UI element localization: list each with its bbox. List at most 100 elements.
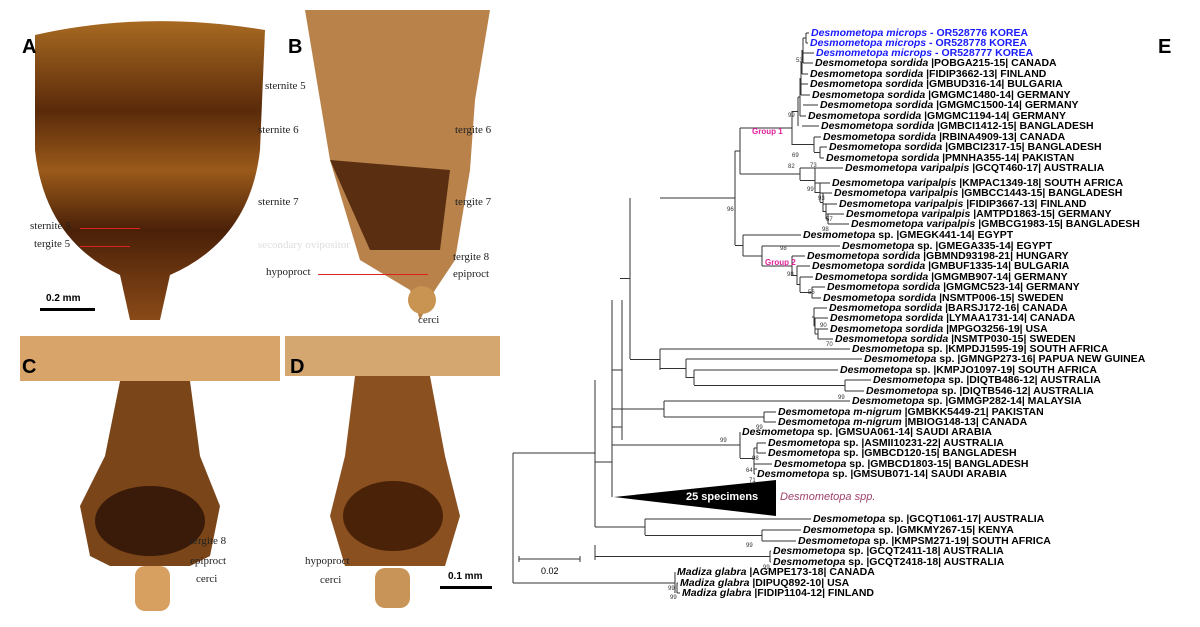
tree-leaf: Desmometopa sp. |GMEGA335-14| EGYPT bbox=[842, 240, 1053, 252]
label-cerci: cerci bbox=[196, 573, 218, 585]
scale-bar-a bbox=[40, 308, 95, 311]
tree-leaf: Desmometopa sp. |DIQTB486-12| AUSTRALIA bbox=[873, 374, 1101, 386]
tree-leaf: Madiza glabra |DIPUQ892-10| USA bbox=[680, 577, 850, 589]
tree-leaf: Desmometopa sp. |GMSUA061-14| SAUDI ARAB… bbox=[742, 426, 992, 438]
label-secondary-ovipositor: secondary ovipositor bbox=[258, 239, 350, 251]
tree-leaf: Desmometopa sp. |ASMII10231-22| AUSTRALI… bbox=[768, 437, 1004, 449]
bootstrap-value: 82 bbox=[788, 164, 795, 170]
tree-leaf: Desmometopa sordida |PMNHA355-14| PAKIST… bbox=[826, 152, 1075, 164]
tree-leaf: Desmometopa microps - OR528776 KOREA bbox=[811, 27, 1029, 39]
tree-leaf: Desmometopa sordida |BARSJ172-16| CANADA bbox=[829, 302, 1068, 314]
scale-label-a: 0.2 mm bbox=[46, 293, 81, 304]
tree-leaf: Desmometopa sordida |GBMND93198-21| HUNG… bbox=[807, 250, 1069, 262]
label-epiproct: epiproct bbox=[453, 268, 490, 280]
group-2-label: Group 2 bbox=[765, 258, 796, 267]
panel-a-photo bbox=[35, 21, 265, 320]
bootstrap-value: 98 bbox=[822, 227, 829, 233]
panel-label-e: E bbox=[1158, 36, 1172, 58]
tree-leaf: Desmometopa sordida |GMGMC1194-14| GERMA… bbox=[808, 110, 1066, 122]
tree-leaf: Desmometopa varipalpis |KMPAC1349-18| SO… bbox=[832, 177, 1124, 189]
tree-leaf: Desmometopa sordida |GMGMB907-14| GERMAN… bbox=[815, 271, 1068, 283]
scale-label-d: 0.1 mm bbox=[448, 571, 483, 582]
tree-leaf: Desmometopa sp. |GMEGK441-14| EGYPT bbox=[803, 229, 1014, 241]
label-tergite-7: tergite 7 bbox=[455, 196, 492, 208]
tree-leaf: Desmometopa sp. |DIQTB546-12| AUSTRALIA bbox=[866, 385, 1094, 397]
bootstrap-value: 69 bbox=[792, 153, 799, 159]
leader-line bbox=[80, 228, 140, 229]
tree-leaf: Desmometopa sp. |GMKMY267-15| KENYA bbox=[803, 524, 1014, 536]
label-sternite-5: sternite 5 bbox=[265, 80, 306, 92]
bootstrap-value: 99 bbox=[763, 565, 770, 571]
leader-line bbox=[80, 246, 130, 247]
label-tergite-8: tergite 8 bbox=[190, 535, 227, 547]
tree-leaf: Desmometopa sordida |GMBUF1335-14| BULGA… bbox=[812, 260, 1070, 272]
tree-leaf: Desmometopa sp. |GMSUB071-14| SAUDI ARAB… bbox=[757, 468, 1007, 480]
bootstrap-value: 99 bbox=[788, 113, 795, 119]
tree-leaf: Desmometopa sp. |GMBCD1803-15| BANGLADES… bbox=[774, 458, 1029, 470]
label-sternite-7: sternite 7 bbox=[258, 196, 299, 208]
tree-leaf: Desmometopa m-nigrum |MBIOG148-13| CANAD… bbox=[778, 416, 1028, 428]
bootstrap-value: 73 bbox=[810, 163, 817, 169]
panel-c-photo bbox=[20, 336, 280, 611]
panel-label-d: D bbox=[290, 356, 305, 378]
bootstrap-value: 70 bbox=[826, 342, 833, 348]
tree-leaf: Madiza glabra |FIDIP1104-12| FINLAND bbox=[682, 587, 875, 599]
bootstrap-value: 98 bbox=[780, 246, 787, 252]
bootstrap-value: 56 bbox=[808, 290, 815, 296]
bootstrap-value: 99 bbox=[807, 187, 814, 193]
bootstrap-value: 64 bbox=[746, 468, 753, 474]
panel-label-b: B bbox=[288, 36, 303, 58]
collapsed-clade-triangle bbox=[614, 480, 776, 516]
scale-bar-d bbox=[440, 586, 492, 589]
panel-label-c: C bbox=[22, 356, 37, 378]
bootstrap-value: 99 bbox=[670, 595, 677, 601]
tree-leaf: Desmometopa sp. |KMPDJ1595-19| SOUTH AFR… bbox=[852, 343, 1109, 355]
bootstrap-value: 99 bbox=[668, 586, 675, 592]
tree-leaf: Desmometopa sp. |GMBCD120-15| BANGLADESH bbox=[768, 447, 1017, 459]
collapsed-clade-count: 25 specimens bbox=[686, 491, 759, 503]
label-hypoproct: hypoproct bbox=[266, 266, 311, 278]
label-tergite-6: tergite 6 bbox=[455, 124, 492, 136]
tree-leaf: Desmometopa varipalpis |GMBCC1443-15| BA… bbox=[834, 187, 1123, 199]
tree-leaf: Desmometopa varipalpis |AMTPD1863-15| GE… bbox=[846, 208, 1112, 220]
label-cerci: cerci bbox=[320, 574, 342, 586]
panel-d-photo bbox=[285, 336, 500, 608]
tree-leaf: Desmometopa sordida |GMGMC1480-14| GERMA… bbox=[812, 89, 1071, 101]
bootstrap-value: 96 bbox=[727, 207, 734, 213]
tree-leaf: Desmometopa sordida |GMBUD316-14| BULGAR… bbox=[810, 78, 1063, 90]
panel-b-photo bbox=[305, 10, 490, 320]
tree-leaf: Desmometopa sordida |GMBCI1412-15| BANGL… bbox=[821, 120, 1094, 132]
tree-leaf: Desmometopa sordida |FIDIP3662-13| FINLA… bbox=[810, 68, 1047, 80]
tree-leaf: Desmometopa sp. |GMNGP273-16| PAPUA NEW … bbox=[864, 353, 1146, 365]
tree-leaf: Desmometopa sordida |RBINA4909-13| CANAD… bbox=[823, 131, 1066, 143]
tree-leaf: Desmometopa sordida |NSMTP030-15| SWEDEN bbox=[835, 333, 1076, 345]
bootstrap-value: 57 bbox=[826, 217, 833, 223]
tree-leaf: Desmometopa sordida |MPGO3256-19| USA bbox=[830, 323, 1048, 335]
tree-leaf: Desmometopa sp. |KMPSM271-19| SOUTH AFRI… bbox=[798, 535, 1051, 547]
tree-leaf: Desmometopa m-nigrum |GMBKK5449-21| PAKI… bbox=[778, 406, 1044, 418]
tree-leaf: Desmometopa sordida |GMGMC523-14| GERMAN… bbox=[827, 281, 1080, 293]
label-epiproct: epiproct bbox=[190, 555, 227, 567]
label-cerci: cerci bbox=[418, 314, 440, 326]
group-1-label: Group 1 bbox=[752, 127, 783, 136]
tree-leaf: Desmometopa sordida |POBGA215-15| CANADA bbox=[815, 57, 1057, 69]
tree-leaf: Desmometopa sordida |NSMTP006-15| SWEDEN bbox=[823, 292, 1064, 304]
tree-leaf: Desmometopa varipalpis |GMBCG1983-15| BA… bbox=[851, 218, 1140, 230]
bootstrap-value: 98 bbox=[787, 272, 794, 278]
bootstrap-value: 99 bbox=[838, 395, 845, 401]
tree-leaf: Madiza glabra |AGMPE173-18| CANADA bbox=[677, 566, 875, 578]
bootstrap-value: 99 bbox=[746, 543, 753, 549]
tree-leaf: Desmometopa sp. |KMPJO1097-19| SOUTH AFR… bbox=[840, 364, 1097, 376]
leader-line bbox=[318, 274, 428, 275]
tree-leaf: Desmometopa varipalpis |GCQT460-17| AUST… bbox=[845, 162, 1105, 174]
tree-scale-label: 0.02 bbox=[541, 566, 559, 576]
bootstrap-value: 71 bbox=[749, 478, 756, 484]
tree-leaf: Desmometopa sp. |GCQT1061-17| AUSTRALIA bbox=[813, 513, 1045, 525]
tree-leaf: Desmometopa sp. |GMMGP282-14| MALAYSIA bbox=[852, 395, 1082, 407]
panel-label-a: A bbox=[22, 36, 37, 58]
bootstrap-value: 99 bbox=[720, 438, 727, 444]
bootstrap-value: 93 bbox=[818, 196, 825, 202]
tree-leaf: Desmometopa microps - OR528777 KOREA bbox=[816, 47, 1034, 59]
